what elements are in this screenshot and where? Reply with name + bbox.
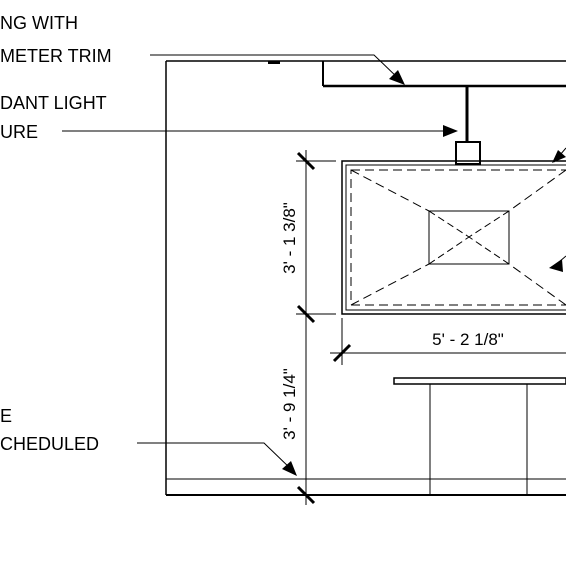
callout-pendant-line2: URE xyxy=(0,122,38,142)
horizontal-dimension xyxy=(330,318,566,365)
dimension-mount-height: 3' - 9 1/4" xyxy=(280,368,299,440)
callout-base-line2: CHEDULED xyxy=(0,434,99,454)
dimension-artwork-height: 3' - 1 3/8" xyxy=(280,202,299,274)
callout-ceiling-line2: METER TRIM xyxy=(0,46,112,66)
vertical-dimension xyxy=(296,150,336,505)
callout-pendant-line1: DANT LIGHT xyxy=(0,93,107,113)
leader-lines xyxy=(62,54,566,471)
ceiling-soffit xyxy=(322,61,566,88)
callout-ceiling-line1: NG WITH xyxy=(0,13,78,33)
floor-line xyxy=(166,478,566,496)
framed-artwork xyxy=(341,160,566,315)
dimension-artwork-width: 5' - 2 1/8" xyxy=(432,330,504,349)
console-table xyxy=(393,377,566,495)
pendant-light-fixture xyxy=(455,86,481,165)
wall-outline xyxy=(165,60,566,495)
callout-base-line1: E xyxy=(0,406,12,426)
leader-arrowheads xyxy=(282,70,566,476)
